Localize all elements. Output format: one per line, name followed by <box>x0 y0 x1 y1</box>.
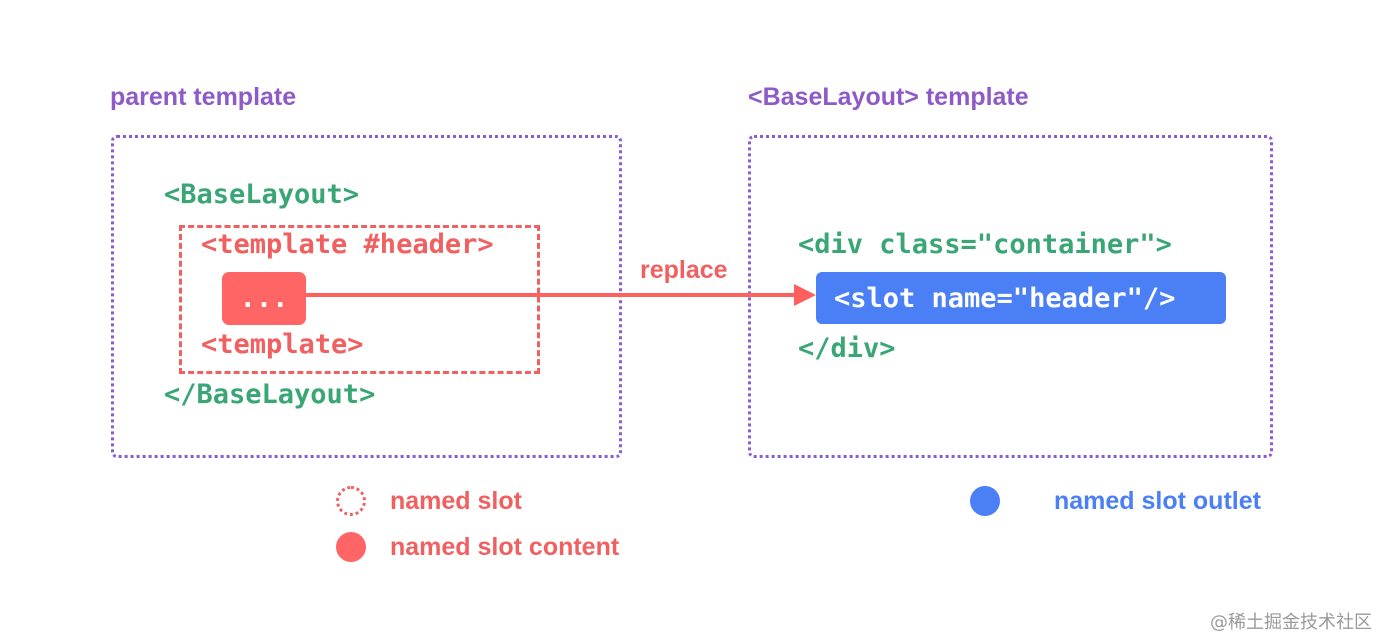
replace-arrow-head-icon <box>794 284 816 306</box>
named-slot-box <box>179 225 540 374</box>
named-slot-outlet-block: <slot name="header"/> <box>816 272 1226 324</box>
named-slot-legend-label: named slot <box>390 487 522 515</box>
named-slot-content-legend-label: named slot content <box>390 533 620 561</box>
watermark-text: @稀土掘金技术社区 <box>1210 612 1372 633</box>
named-slot-content-block: ... <box>222 272 306 325</box>
named-slot-outlet-legend-icon <box>970 486 1000 516</box>
template-close-tag: <template> <box>201 329 364 360</box>
template-header-open-tag: <template #header> <box>201 229 494 260</box>
div-close-tag: </div> <box>798 333 896 364</box>
named-slot-legend-icon <box>336 486 366 516</box>
replace-arrow-line <box>306 293 796 297</box>
parent-template-heading: parent template <box>110 83 297 111</box>
named-slot-content-legend-icon <box>336 532 366 562</box>
baselayout-template-heading: <BaseLayout> template <box>748 83 1029 111</box>
baselayout-open-tag: <BaseLayout> <box>164 179 360 210</box>
named-slot-outlet-legend-label: named slot outlet <box>1054 487 1261 515</box>
slot-header-tag: <slot name="header"/> <box>834 282 1176 314</box>
replace-label: replace <box>640 256 728 284</box>
baselayout-close-tag: </BaseLayout> <box>164 379 376 410</box>
placeholder-dots: ... <box>239 283 289 314</box>
div-container-open-tag: <div class="container"> <box>798 229 1172 260</box>
